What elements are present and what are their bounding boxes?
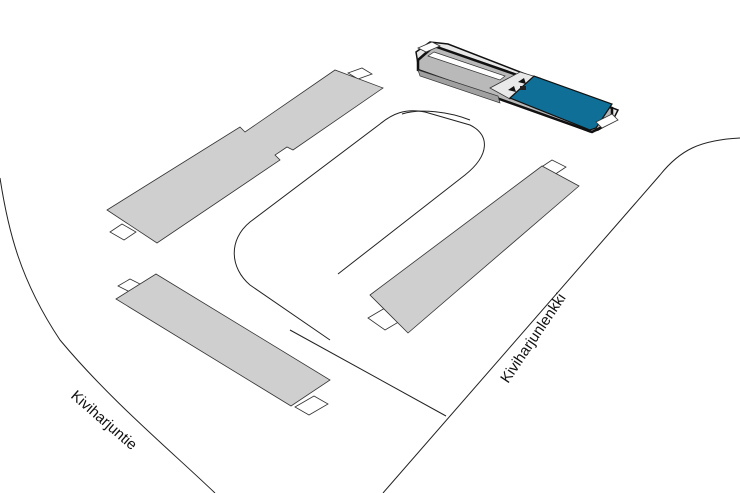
entrance-arrow-icon	[518, 78, 526, 84]
road-connector	[289, 329, 447, 417]
parking-loop	[233, 110, 485, 341]
road-kiviharjunlenkki	[382, 137, 740, 493]
building-entrance	[294, 395, 329, 416]
road-label-kiviharjuntie: Kiviharjuntie	[67, 387, 140, 453]
building-entrance	[595, 113, 619, 129]
selected-building[interactable]	[415, 41, 620, 134]
building[interactable]	[106, 69, 384, 244]
parking-loop-outer	[401, 110, 471, 121]
building-entrance	[417, 41, 441, 53]
road-label-kiviharjunlenkki: Kiviharjunlenkki	[497, 290, 569, 386]
building-entrance	[109, 223, 137, 241]
stair-icon	[520, 86, 526, 90]
entrance-arrow-icon	[508, 86, 516, 92]
road-kiviharjuntie	[0, 177, 216, 493]
building[interactable]	[115, 273, 331, 407]
building[interactable]	[369, 165, 580, 334]
